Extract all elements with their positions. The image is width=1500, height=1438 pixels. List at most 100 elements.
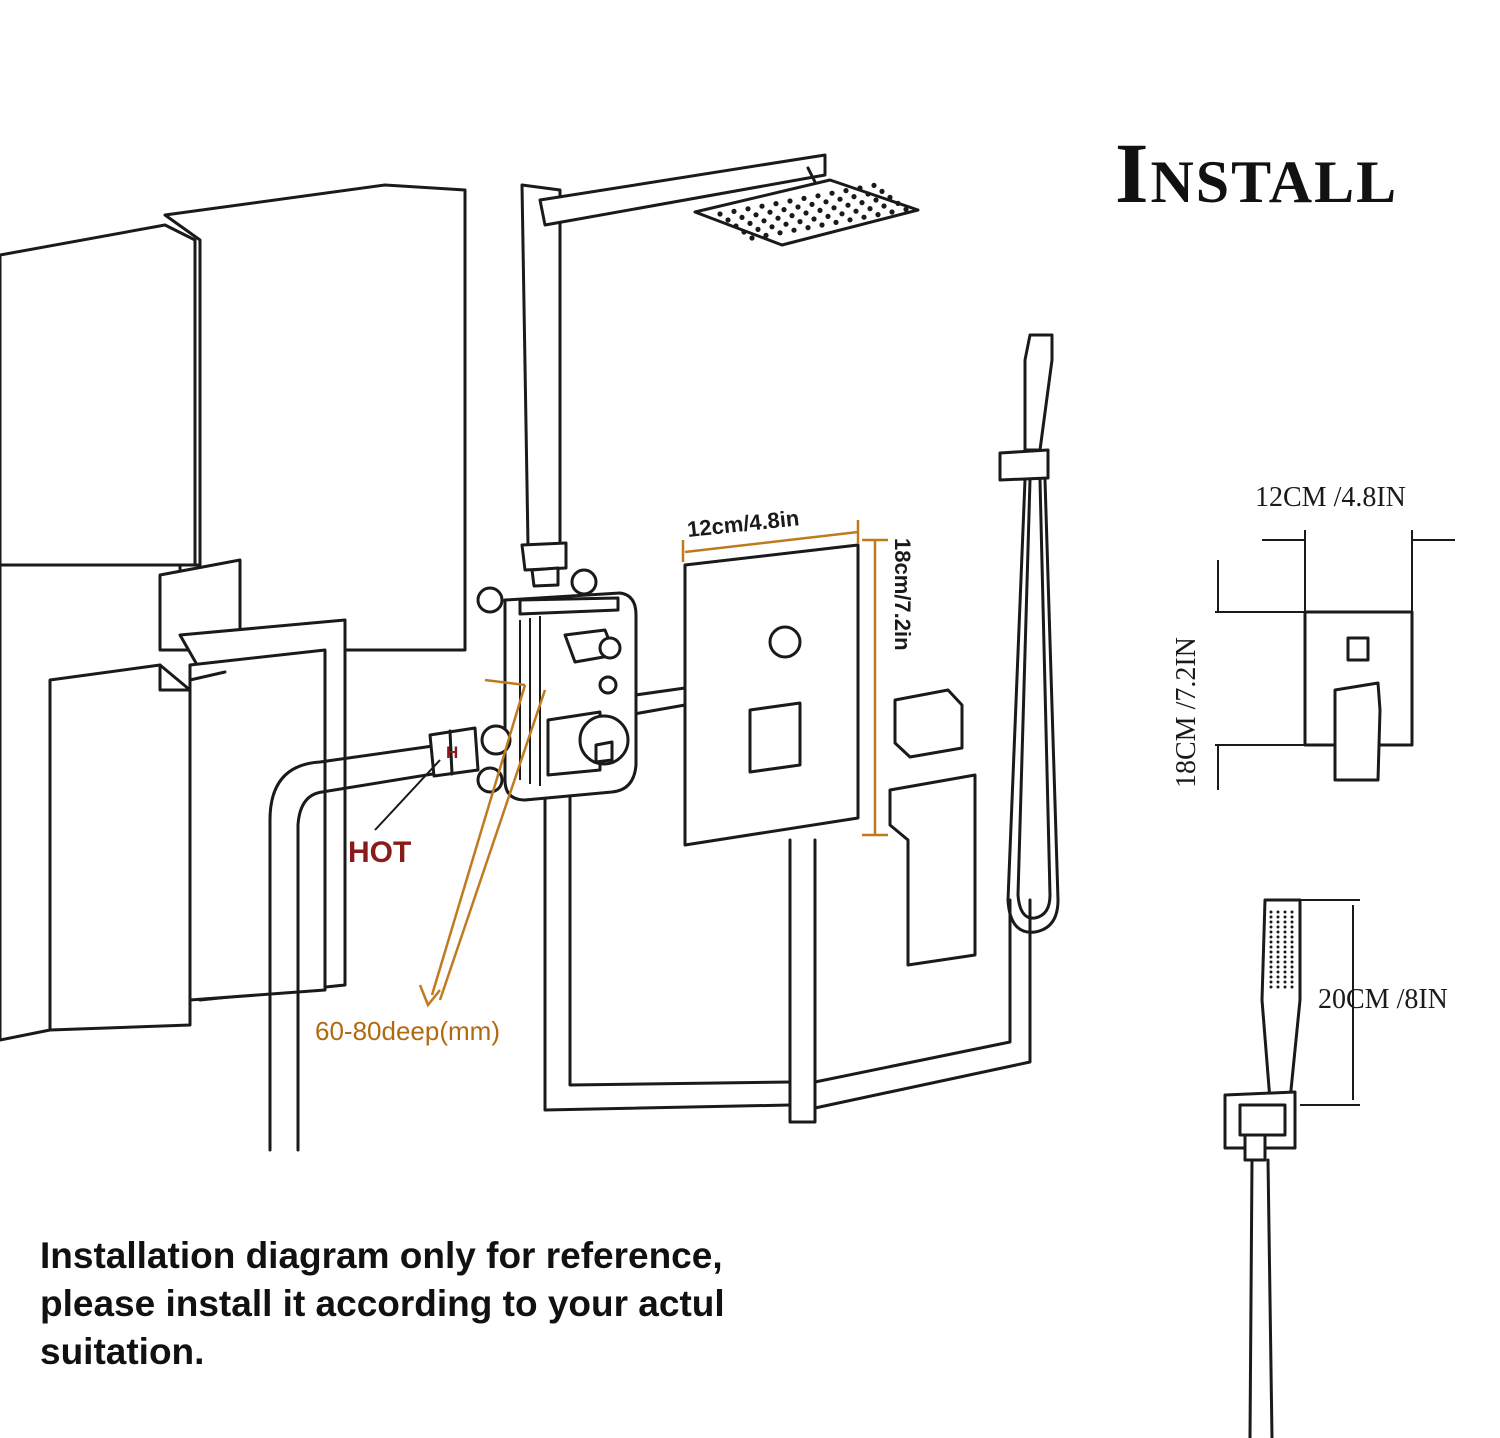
handshower-nozzle-dot (1269, 915, 1273, 919)
wall-panels (0, 183, 467, 1042)
handshower-nozzle-dot (1290, 930, 1294, 934)
rain-nozzle-dot (763, 232, 769, 238)
rain-nozzle-dot (817, 207, 823, 213)
rain-nozzle-dot (755, 226, 761, 232)
rain-nozzle-dot (791, 227, 797, 233)
rain-nozzle-dot (815, 193, 821, 199)
plate-height-label: 18cm/7.2in (890, 538, 915, 651)
handshower-nozzle-dot (1290, 980, 1294, 984)
rain-nozzle-dot (839, 211, 845, 217)
handshower-nozzle-dot (1283, 955, 1287, 959)
handshower-nozzle-dot (1283, 975, 1287, 979)
note-line-1: Installation diagram only for reference, (40, 1235, 723, 1276)
rain-nozzle-dot (783, 221, 789, 227)
handshower-nozzle-dot (1269, 910, 1273, 914)
rain-nozzle-dot (879, 188, 885, 194)
rain-nozzle-dot (811, 216, 817, 222)
rain-nozzle-dot (747, 220, 753, 226)
rain-nozzle-dot (843, 188, 849, 194)
handshower-nozzle-dot (1269, 945, 1273, 949)
rain-nozzle-dot (733, 223, 739, 229)
handshower-nozzle-dot (1283, 910, 1287, 914)
rain-nozzle-dot (889, 209, 895, 215)
rain-nozzle-dot (865, 191, 871, 197)
hot-pointer-line (374, 759, 441, 831)
rain-nozzle-dot (753, 212, 759, 218)
hand-shower (998, 333, 1060, 934)
handshower-nozzle-dot (1276, 915, 1280, 919)
rain-nozzle-dot (725, 217, 731, 223)
valve-plate-detail (1215, 530, 1455, 790)
rain-nozzle-dot (741, 229, 747, 235)
handshower-nozzle-dot (1290, 985, 1294, 989)
handshower-nozzle-dot (1276, 950, 1280, 954)
rain-nozzle-dot (853, 208, 859, 214)
handshower-nozzle-dot (1283, 925, 1287, 929)
note-line-2: please install it according to your actu… (40, 1283, 725, 1324)
hot-label: HOT (348, 836, 411, 869)
rain-nozzle-dot (759, 203, 765, 209)
handshower-nozzle-dot (1283, 945, 1287, 949)
rain-nozzle-dot (809, 201, 815, 207)
handshower-nozzle-dot (1290, 940, 1294, 944)
handshower-nozzle-dot (1290, 950, 1294, 954)
rain-nozzle-dot (805, 225, 811, 231)
rain-nozzle-dot (795, 204, 801, 210)
rain-nozzle-dot (829, 190, 835, 196)
rain-nozzle-dot (887, 194, 893, 200)
handshower-nozzle-dot (1276, 975, 1280, 979)
handshower-nozzle-dot (1283, 970, 1287, 974)
handshower-nozzle-dot (1276, 940, 1280, 944)
valve-height-label: 18CM /7.2IN (1171, 637, 1202, 788)
rain-nozzle-dot (775, 215, 781, 221)
handshower-nozzle-dot (1290, 945, 1294, 949)
valve-width-label: 12CM /4.8IN (1255, 482, 1406, 513)
handshower-nozzle-dot (1276, 965, 1280, 969)
handshower-nozzle-dot (1290, 975, 1294, 979)
handshower-nozzle-dot (1283, 965, 1287, 969)
rain-nozzle-dot (831, 205, 837, 211)
handshower-nozzle-dot (1283, 935, 1287, 939)
depth-label: 60-80deep(mm) (315, 1016, 500, 1046)
rain-nozzle-dot (867, 206, 873, 212)
rain-nozzle-dot (845, 202, 851, 208)
handshower-nozzle-dot (1276, 935, 1280, 939)
handshower-nozzle-dot (1283, 960, 1287, 964)
handshower-nozzle-dot (1269, 940, 1273, 944)
handshower-nozzle-dot (1283, 915, 1287, 919)
rain-shower (520, 153, 920, 588)
rain-nozzle-dot (781, 207, 787, 213)
rain-nozzle-dot (873, 197, 879, 203)
handshower-nozzle-dot (1269, 980, 1273, 984)
handshower-nozzle-dot (1269, 970, 1273, 974)
handshower-nozzle-dot (1276, 920, 1280, 924)
rain-nozzle-dot (871, 182, 877, 188)
handshower-nozzle-dot (1290, 915, 1294, 919)
rain-nozzle-dot (857, 185, 863, 191)
handshower-nozzle-dot (1269, 975, 1273, 979)
rain-nozzle-dot (769, 224, 775, 230)
note-line-3: suitation. (40, 1331, 205, 1372)
rain-nozzle-dot (881, 203, 887, 209)
handshower-nozzle-dot (1269, 960, 1273, 964)
handshower-nozzle-dot (1269, 935, 1273, 939)
handshower-nozzle-dot (1290, 965, 1294, 969)
rain-nozzle-dot (797, 219, 803, 225)
rain-nozzle-dot (823, 199, 829, 205)
rain-nozzle-dot (773, 201, 779, 207)
handshower-nozzle-dot (1283, 930, 1287, 934)
handshower-nozzle-dot (1283, 980, 1287, 984)
rain-nozzle-dot (825, 213, 831, 219)
rain-nozzle-dot (851, 194, 857, 200)
handshower-nozzle-dot (1283, 985, 1287, 989)
rain-nozzle-dot (777, 230, 783, 236)
handshower-length-label: 20CM /8IN (1318, 984, 1448, 1015)
handshower-nozzle-dot (1269, 955, 1273, 959)
handshower-nozzle-dot (1276, 980, 1280, 984)
inlet-marker-h: H (446, 743, 458, 762)
hot-inlet-fitting (428, 726, 480, 778)
valve-body (476, 568, 638, 802)
reference-note: Installation diagram only for reference,… (40, 1232, 860, 1376)
handshower-nozzle-dot (1290, 925, 1294, 929)
